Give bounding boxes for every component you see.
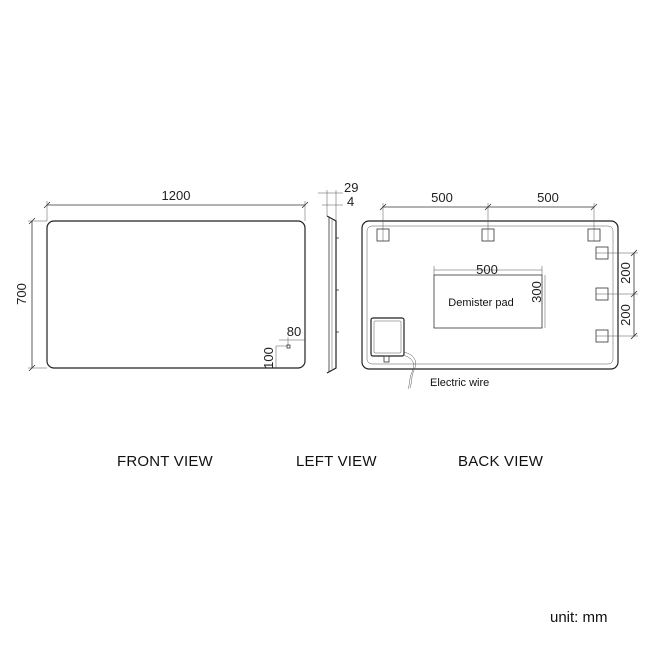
back-mirror-outline [361,220,619,370]
driver-box-plug [383,355,390,363]
back-top-tick-right [590,203,598,211]
hanger-top-left-icon [376,228,390,242]
driver-box [370,317,405,357]
hanger-side-middle-icon [595,287,609,301]
back-top-spacing-right-label: 500 [537,190,559,205]
pad-height-label: 300 [529,281,544,303]
left-view: 29 4 [318,180,358,374]
electric-wire-2 [402,354,414,390]
front-view-caption: FRONT VIEW [117,453,213,470]
front-height-tick-bottom [28,364,36,372]
sensor-x-label: 80 [287,324,301,339]
hanger-top-right-icon [587,228,601,242]
front-width-tick-left [43,201,51,209]
electric-wire [403,351,416,389]
front-width-label: 1200 [162,188,191,203]
pad-width-label: 500 [476,262,498,277]
hanger-top-center-icon [481,228,495,242]
back-side-tick-top [630,249,638,257]
front-mirror-outline [46,220,306,369]
back-frame-inner [366,225,614,365]
demister-pad [433,274,543,329]
left-glass-label: 4 [347,194,354,209]
sensor-y-label: 100 [261,347,276,369]
back-view-caption: BACK VIEW [458,453,544,470]
front-width-tick-right [301,201,309,209]
back-side-spacing-lower-label: 200 [618,304,633,326]
electric-wire-label: Electric wire [430,377,489,389]
hanger-side-upper-icon [595,246,609,260]
front-height-label: 700 [14,283,29,305]
touch-sensor-icon [286,344,291,349]
hanger-side-lower-icon [595,329,609,343]
back-side-tick-bottom [630,332,638,340]
left-view-caption: LEFT VIEW [296,453,377,470]
demister-pad-label: Demister pad [448,297,513,309]
driver-box-inner [373,320,402,354]
back-side-spacing-upper-label: 200 [618,262,633,284]
unit-label: unit: mm [550,609,608,626]
front-height-tick-top [28,217,36,225]
back-top-spacing-left-label: 500 [431,190,453,205]
back-top-tick-center [484,203,492,211]
left-depth-label: 29 [344,180,358,195]
back-top-tick-left [379,203,387,211]
left-profile-outline [326,215,337,374]
back-view: 500 500 200 200 500 300 De [361,190,638,390]
back-side-tick-middle [630,290,638,298]
front-view: 1200 700 80 100 [14,188,309,372]
